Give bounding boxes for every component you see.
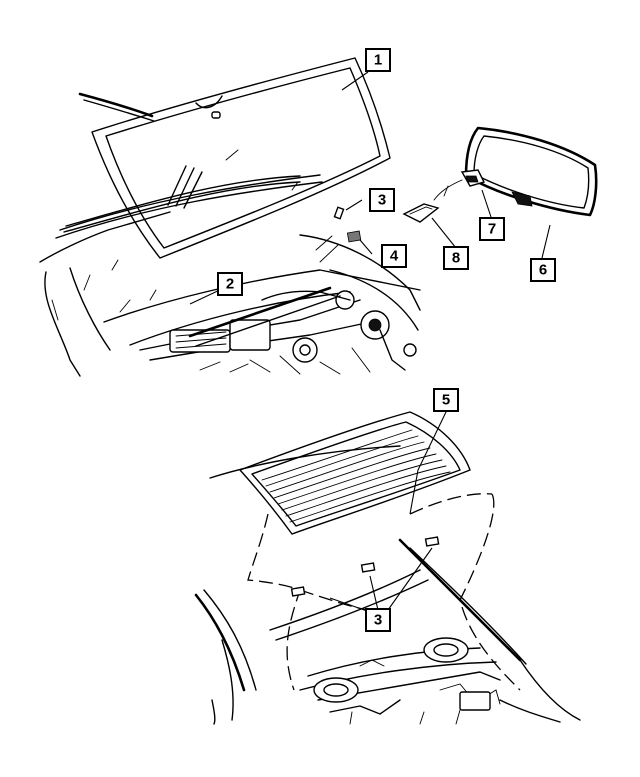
callout-3-bottom: 3 [365,608,391,632]
back-glass [239,411,471,535]
callout-1-label: 1 [374,52,382,69]
front-vehicle-illustration [39,92,421,377]
callout-8: 8 [443,246,469,270]
callout-6-label: 6 [539,262,547,279]
callout-7-label: 7 [488,221,496,238]
callout-6: 6 [530,258,556,282]
rear-vehicle-illustration [194,445,581,725]
callout-5-label: 5 [442,392,450,409]
callout-5: 5 [433,388,459,412]
small-parts-top [315,206,362,263]
callout-4-label: 4 [390,248,399,265]
callout-2-label: 2 [226,276,234,293]
rearview-mirror [402,126,598,223]
callout-3-top: 3 [369,188,395,212]
callout-3-top-label: 3 [378,192,386,209]
callout-4: 4 [381,244,407,268]
back-glass-dashed-outline [247,493,521,691]
windshield-molding [63,175,301,233]
leader-lines-bottom [329,411,447,613]
callout-3-bottom-label: 3 [374,612,382,629]
spacer-blocks-bottom [290,536,440,597]
callout-8-label: 8 [452,250,460,267]
callout-2: 2 [217,272,243,296]
callout-7: 7 [479,217,505,241]
callout-1: 1 [365,48,391,72]
windshield-glass [83,57,391,291]
